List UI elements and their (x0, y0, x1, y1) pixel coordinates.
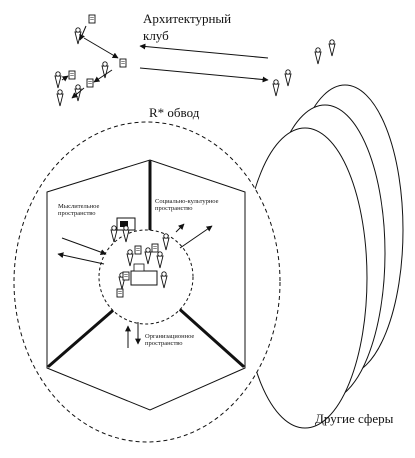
club-cluster-arrows (61, 25, 119, 99)
inner-desk (130, 270, 158, 286)
sociocultural-space-label: Социально-культурное пространство (155, 198, 219, 213)
inner-cluster (116, 233, 170, 298)
r-obvod-label: R* обвод (149, 105, 200, 120)
club-cluster (54, 14, 127, 107)
sociocultural-icon (110, 217, 136, 243)
other-spheres-stack (242, 84, 404, 429)
club-title-line1: Архитектурный (143, 11, 232, 26)
club-title-line2: клуб (143, 28, 169, 43)
club-exchange-arrows (139, 43, 269, 83)
space-arrows (57, 223, 213, 348)
thinking-space-label: Мыслительное пространство (58, 203, 100, 218)
hexagon-dividers (47, 160, 245, 368)
organizational-space-label: Организационное пространство (145, 333, 195, 348)
other-spheres-label: Другие сферы (315, 411, 394, 426)
right-figures (272, 39, 336, 97)
